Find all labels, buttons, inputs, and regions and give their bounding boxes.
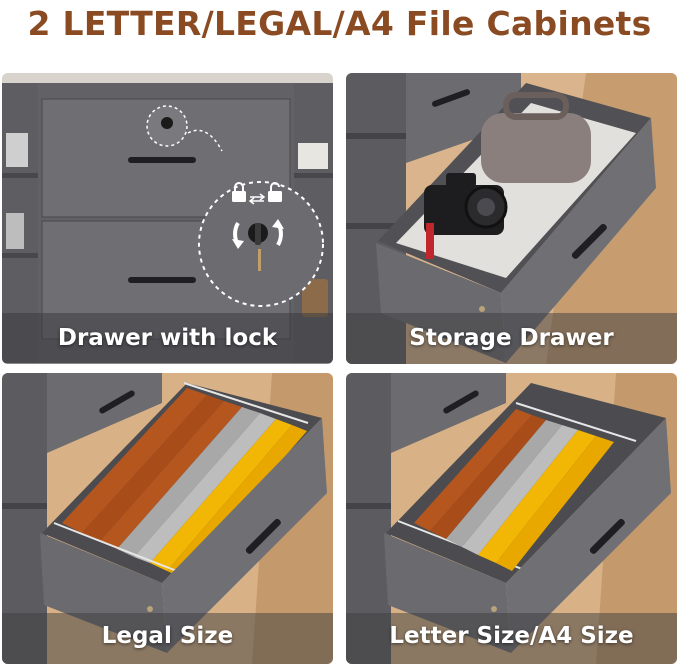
panel-caption: Storage Drawer (409, 325, 614, 351)
panel-drawer-with-lock: Drawer with lock (2, 73, 333, 364)
panel-caption: Letter Size/A4 Size (389, 623, 634, 649)
orange-folder-group (62, 388, 242, 549)
panel-caption: Legal Size (101, 623, 234, 649)
gray-folder-group (446, 420, 578, 555)
panel-storage-drawer: Storage Drawer (346, 73, 677, 364)
unlock-icon (268, 182, 282, 202)
panel-legal-size: Legal Size (2, 373, 333, 664)
key-icon (248, 223, 268, 245)
orange-folder-group (414, 409, 546, 539)
rotate-arrow-icon (232, 219, 284, 249)
panel-letter-a4-size: Letter Size/A4 Size (346, 373, 677, 664)
legal-folders-illustration (2, 373, 333, 664)
page-title: 2 LETTER/LEGAL/A4 File Cabinets (27, 4, 652, 43)
lock-icon (232, 182, 246, 202)
letter-folders-illustration (346, 373, 677, 664)
yellow-folder-group (478, 430, 614, 571)
gray-folder-group (117, 407, 276, 563)
yellow-folder-group (150, 419, 307, 577)
cabinet-lock-illustration (2, 73, 333, 364)
panel-caption: Drawer with lock (57, 325, 278, 351)
storage-drawer-illustration (346, 73, 677, 364)
